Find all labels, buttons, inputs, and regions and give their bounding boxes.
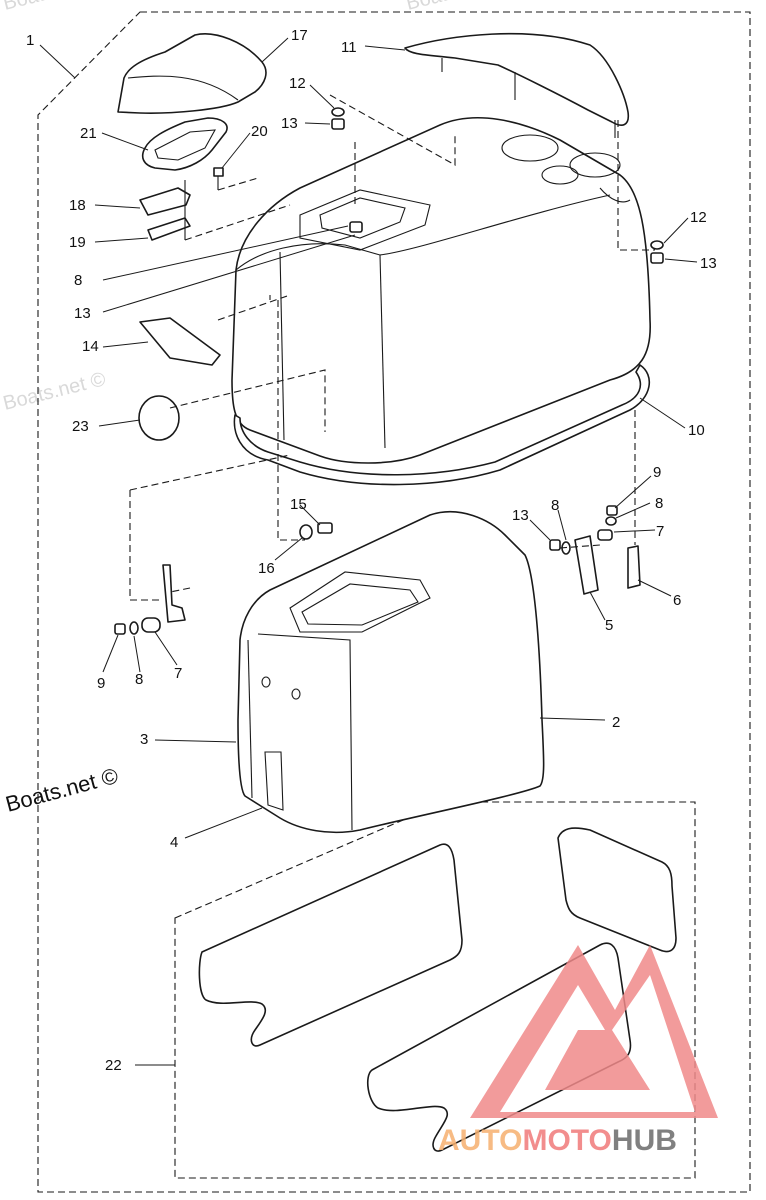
callout-5: 5	[605, 617, 613, 634]
bottom-cowling	[237, 511, 545, 834]
watermark-black: Boats.net ©	[3, 763, 121, 817]
callout-10: 10	[688, 422, 705, 439]
callout-9a: 9	[653, 464, 661, 481]
callout-3: 3	[140, 731, 148, 748]
callout-1: 1	[26, 32, 34, 49]
screw-20	[213, 167, 224, 190]
watermark: Boats.net ©	[1, 0, 108, 15]
callout-13a: 13	[281, 115, 298, 132]
callout-23: 23	[72, 418, 89, 435]
callout-13b: 13	[74, 305, 91, 322]
decal-left	[198, 843, 463, 1047]
callout-7a: 7	[656, 523, 664, 540]
top-cover-panel	[404, 32, 630, 126]
callout-8d: 8	[135, 671, 143, 688]
callout-9b: 9	[97, 675, 105, 692]
callout-4: 4	[170, 834, 178, 851]
bracket-19	[147, 217, 191, 241]
hook-left	[162, 564, 186, 623]
hook-6	[627, 545, 641, 589]
screw-15	[317, 522, 333, 534]
callout-13d: 13	[512, 507, 529, 524]
top-cowling	[231, 116, 651, 464]
washer-12	[650, 240, 664, 250]
callout-12b: 12	[690, 209, 707, 226]
callout-8b: 8	[551, 497, 559, 514]
logo-auto: AUTO	[438, 1124, 522, 1157]
nut-13	[549, 539, 561, 551]
nut-13	[349, 221, 363, 233]
nut-9	[606, 505, 618, 516]
washer-8	[129, 621, 139, 635]
callout-16: 16	[258, 560, 275, 577]
clip-14	[139, 317, 221, 366]
callout-22: 22	[105, 1057, 122, 1074]
callout-21: 21	[80, 125, 97, 142]
washer-8	[605, 516, 617, 526]
callout-18: 18	[69, 197, 86, 214]
callout-8a: 8	[74, 272, 82, 289]
callout-13c: 13	[700, 255, 717, 272]
callout-12a: 12	[289, 75, 306, 92]
grommet-16	[299, 524, 313, 540]
nut-9	[114, 623, 126, 635]
collar-7	[597, 529, 613, 541]
logo-triangle	[470, 945, 718, 1118]
callout-11: 11	[341, 39, 357, 56]
grip-gasket	[141, 117, 228, 171]
callout-19: 19	[69, 234, 86, 251]
assembly-outline	[37, 11, 751, 1193]
watermark: Boats.net ©	[1, 368, 108, 415]
latch-5	[574, 535, 599, 595]
callout-17: 17	[291, 27, 308, 44]
washer-12	[331, 107, 345, 117]
hand-grip-cover	[117, 33, 267, 114]
callout-6: 6	[673, 592, 681, 609]
collar-7	[141, 617, 161, 633]
callout-2: 2	[612, 714, 620, 731]
watermark: Boats.net ©	[404, 0, 511, 15]
bracket-18	[139, 187, 191, 216]
nut-13	[650, 252, 664, 264]
callout-20: 20	[251, 123, 268, 140]
callout-15: 15	[290, 496, 307, 513]
callout-7b: 7	[174, 665, 182, 682]
decal-window	[557, 827, 677, 953]
automotohub-logo: AUTOMOTOHUB	[438, 945, 718, 1157]
callout-14: 14	[82, 338, 99, 355]
logo-moto: MOTO	[522, 1124, 611, 1157]
plug-23	[138, 395, 180, 441]
callout-8c: 8	[655, 495, 663, 512]
cowling-seal	[233, 364, 651, 486]
logo-text: AUTOMOTOHUB	[438, 1124, 677, 1157]
logo-hub: HUB	[612, 1124, 677, 1157]
nut-13	[331, 118, 345, 130]
